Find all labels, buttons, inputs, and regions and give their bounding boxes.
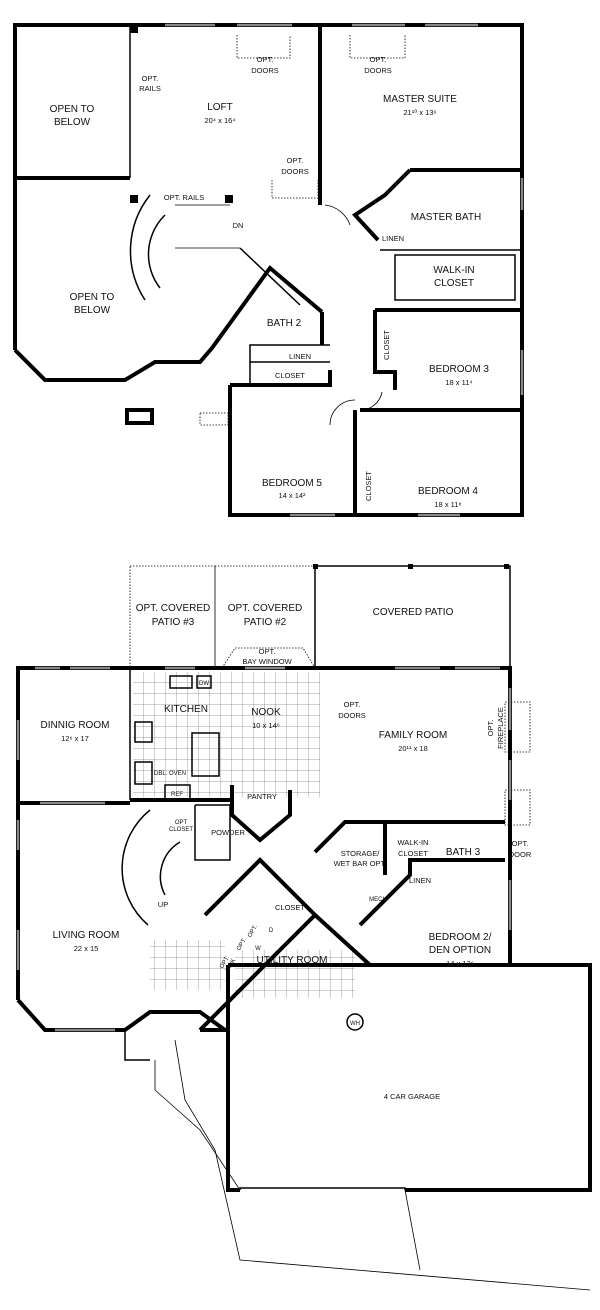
nook-size: 10 x 14⁶ xyxy=(252,721,280,730)
living-room-name: LIVING ROOM xyxy=(53,930,120,941)
closet-label: CLOSET xyxy=(275,903,305,912)
lower-floor: OPT. COVERED PATIO #3 OPT. COVERED PATIO… xyxy=(16,564,592,1291)
washer-label: W xyxy=(255,946,261,952)
opt-closet-label: OPT xyxy=(175,820,188,826)
loft-size: 20⁴ x 16⁴ xyxy=(204,116,235,125)
opt-rails-label: RAILS xyxy=(139,84,161,93)
opt-fireplace-label: OPT. xyxy=(486,720,495,737)
opt-patio-3-label: PATIO #3 xyxy=(152,617,195,628)
living-room-size: 22 x 15 xyxy=(74,944,99,953)
open-to-below-top-label: BELOW xyxy=(54,117,91,128)
kitchen-tile-floor xyxy=(133,672,320,797)
bay-window-label: OPT. xyxy=(259,647,276,656)
family-room-name: FAMILY ROOM xyxy=(379,730,448,741)
opt-patio-2-label: PATIO #2 xyxy=(244,617,287,628)
upper-floor: OPEN TO BELOW OPT. RAILS OPT. RAILS OPT.… xyxy=(13,23,524,517)
opt-dryer-label: OPT. xyxy=(247,924,259,939)
family-room-size: 20¹¹ x 18 xyxy=(398,744,428,753)
open-to-below-stair-label: OPEN TO xyxy=(70,292,115,303)
garage-label: 4 CAR GARAGE xyxy=(384,1092,440,1101)
bay-window-label: BAY WINDOW xyxy=(242,657,292,666)
door-swings-upper xyxy=(236,35,406,426)
walk-in-closet-label: WALK-IN xyxy=(433,265,474,276)
upper-walls xyxy=(13,23,524,517)
loft-opt-doors-label: DOORS xyxy=(251,66,279,75)
loft-side-doors-label: OPT. xyxy=(287,156,304,165)
dining-room-name: DINNIG ROOM xyxy=(41,720,110,731)
hall-closet-label: CLOSET xyxy=(275,371,305,380)
family-opt-doors-label: DOORS xyxy=(338,711,366,720)
family-opt-doors-label: OPT. xyxy=(344,700,361,709)
lower-walls xyxy=(16,666,592,1291)
bedroom-4-size: 18 x 11⁸ xyxy=(434,500,461,509)
dryer-label: D xyxy=(269,928,274,934)
bedroom-3-name: BEDROOM 3 xyxy=(429,364,489,375)
pantry-label: PANTRY xyxy=(247,792,277,801)
mech-label: MECH xyxy=(369,897,387,903)
storage-label: WET BAR OPT. xyxy=(334,859,387,868)
master-suite-size: 21¹⁰ x 13⁶ xyxy=(403,108,436,117)
linen-label: LINEN xyxy=(409,876,431,885)
storage-label: STORAGE/ xyxy=(341,849,381,858)
opt-closet-label: CLOSET xyxy=(169,827,193,833)
water-heater xyxy=(346,1013,364,1031)
covered-patio-label: COVERED PATIO xyxy=(373,607,454,618)
opt-patio-3-label: OPT. COVERED xyxy=(136,603,210,614)
opt-rails-bottom-label: OPT. RAILS xyxy=(164,193,204,202)
opt-door-label: OPT. xyxy=(512,839,529,848)
loft-name: LOFT xyxy=(207,102,233,113)
open-to-below-top-label: OPEN TO xyxy=(50,104,95,115)
nook-name: NOOK xyxy=(251,707,281,718)
bedroom-2-name: DEN OPTION xyxy=(429,945,491,956)
bedroom-5-name: BEDROOM 5 xyxy=(262,478,322,489)
double-oven-label: DBL. OVEN xyxy=(154,771,186,777)
master-linen-label: LINEN xyxy=(382,234,404,243)
powder-label: POWDER xyxy=(211,828,245,837)
water-heater-label: WH xyxy=(350,1021,360,1027)
bedroom-3-size: 18 x 11⁴ xyxy=(445,378,472,387)
kitchen-fixtures xyxy=(134,675,220,800)
loft-opt-doors-label: OPT. xyxy=(257,55,274,64)
bedroom-2-size: 14 x 12⁶ xyxy=(446,959,474,968)
stair-up-label: UP xyxy=(158,900,168,909)
utility-room-label: UTILITY ROOM xyxy=(257,955,328,966)
bedroom-3-closet-label: CLOSET xyxy=(382,330,391,360)
entry-tile-floor xyxy=(150,940,225,990)
bedroom-4-name: BEDROOM 4 xyxy=(418,486,478,497)
bedroom-5-size: 14 x 14² xyxy=(278,491,306,500)
refrigerator-label: REF xyxy=(171,792,183,798)
opt-rails-label: OPT. xyxy=(142,74,159,83)
master-suite-name: MASTER SUITE xyxy=(383,94,457,105)
bath-2-label: BATH 2 xyxy=(267,318,302,329)
open-to-below-stair-label: BELOW xyxy=(74,305,111,316)
opt-patio-2-label: OPT. COVERED xyxy=(228,603,302,614)
opt-fireplace-label: FIREPLACE xyxy=(496,707,505,749)
walk-in-closet-label: WALK-IN xyxy=(398,838,429,847)
dining-room-size: 12⁶ x 17 xyxy=(61,734,89,743)
opt-door-label: DOOR xyxy=(509,850,532,859)
opt-washer-label: OPT. xyxy=(236,937,248,952)
hall-linen-label: LINEN xyxy=(289,352,311,361)
bath-3-label: BATH 3 xyxy=(446,847,481,858)
master-opt-doors-label: DOORS xyxy=(364,66,392,75)
loft-side-doors-label: DOORS xyxy=(281,167,309,176)
curved-staircase xyxy=(129,194,301,306)
curved-staircase-lower xyxy=(121,809,181,926)
walk-in-closet-label: CLOSET xyxy=(434,278,474,289)
bedroom-2-name: BEDROOM 2/ xyxy=(429,932,492,943)
dishwasher-label: DW xyxy=(199,681,209,687)
kitchen-label: KITCHEN xyxy=(164,704,208,715)
walk-in-closet-label: CLOSET xyxy=(398,849,428,858)
master-bath-label: MASTER BATH xyxy=(411,212,481,223)
master-opt-doors-label: OPT. xyxy=(370,55,387,64)
bedroom-4-closet-label: CLOSET xyxy=(364,471,373,501)
stair-dn-label: DN xyxy=(233,221,244,230)
